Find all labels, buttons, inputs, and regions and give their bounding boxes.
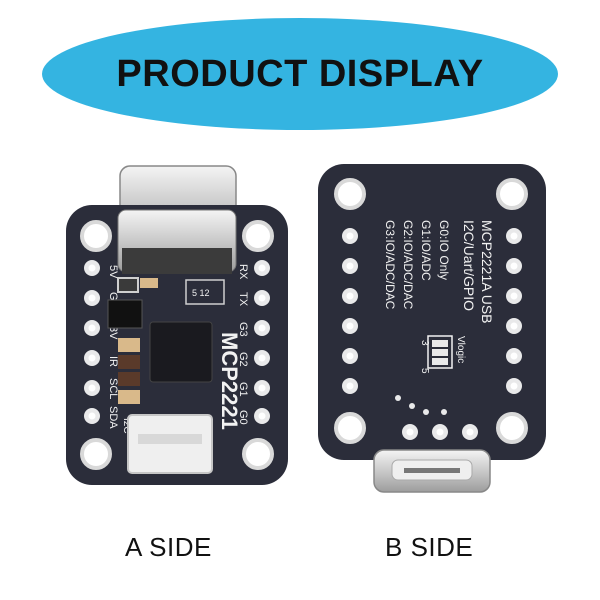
chip-label-a: MCP2221 — [217, 332, 242, 430]
board-b-text: MCP2221A USB I2C/Uart/GPIO G0:IO Only G1… — [383, 220, 495, 374]
caption-a-side: A SIDE — [125, 532, 212, 562]
right-pin-labels-a: RX TX G3 G2 G1 G0 — [237, 264, 249, 425]
left-pads-a — [84, 260, 100, 424]
svg-text:G2:IO/ADC/DAC: G2:IO/ADC/DAC — [401, 220, 415, 310]
svg-text:5: 5 — [419, 368, 430, 374]
svg-text:G0: G0 — [237, 410, 249, 425]
svg-text:MCP2221A USB: MCP2221A USB — [479, 220, 495, 324]
svg-text:3: 3 — [419, 340, 430, 346]
small-marking-a: 5 12 — [192, 288, 210, 298]
board-a: 5V GND 3V IR SCL SDA RX TX G3 G2 G1 G0 5… — [66, 165, 288, 485]
svg-text:G1: G1 — [237, 382, 249, 397]
mcp2221-chip — [149, 321, 213, 383]
svg-text:IR: IR — [107, 356, 119, 367]
svg-text:G3: G3 — [237, 322, 249, 337]
i2c-mark-a: I2C — [121, 418, 132, 434]
title-banner: PRODUCT DISPLAY — [42, 18, 558, 130]
svg-text:G2: G2 — [237, 352, 249, 367]
board-b: MCP2221A USB I2C/Uart/GPIO G0:IO Only G1… — [318, 164, 546, 493]
caption-b-side: B SIDE — [385, 532, 474, 562]
svg-text:5V: 5V — [107, 265, 119, 279]
svg-text:Vlogic: Vlogic — [455, 336, 466, 363]
svg-text:G0:IO Only: G0:IO Only — [437, 220, 451, 280]
right-pads-a — [254, 260, 270, 424]
svg-text:SCL: SCL — [107, 378, 119, 399]
svg-text:SDA: SDA — [107, 406, 119, 429]
svg-text:G1:IO/ADC: G1:IO/ADC — [419, 220, 433, 281]
product-photo: 5V GND 3V IR SCL SDA RX TX G3 G2 G1 G0 5… — [0, 150, 600, 530]
pcb-b — [318, 164, 546, 460]
svg-text:G3:IO/ADC/DAC: G3:IO/ADC/DAC — [383, 220, 397, 310]
right-pads-b — [506, 228, 522, 394]
svg-text:3V: 3V — [107, 326, 119, 340]
vlogic-jumper — [427, 335, 453, 369]
svg-text:TX: TX — [237, 292, 249, 307]
svg-text:RX: RX — [237, 264, 249, 280]
left-pads-b — [342, 228, 358, 394]
svg-text:I2C/Uart/GPIO: I2C/Uart/GPIO — [461, 220, 477, 311]
banner-title: PRODUCT DISPLAY — [116, 52, 484, 95]
